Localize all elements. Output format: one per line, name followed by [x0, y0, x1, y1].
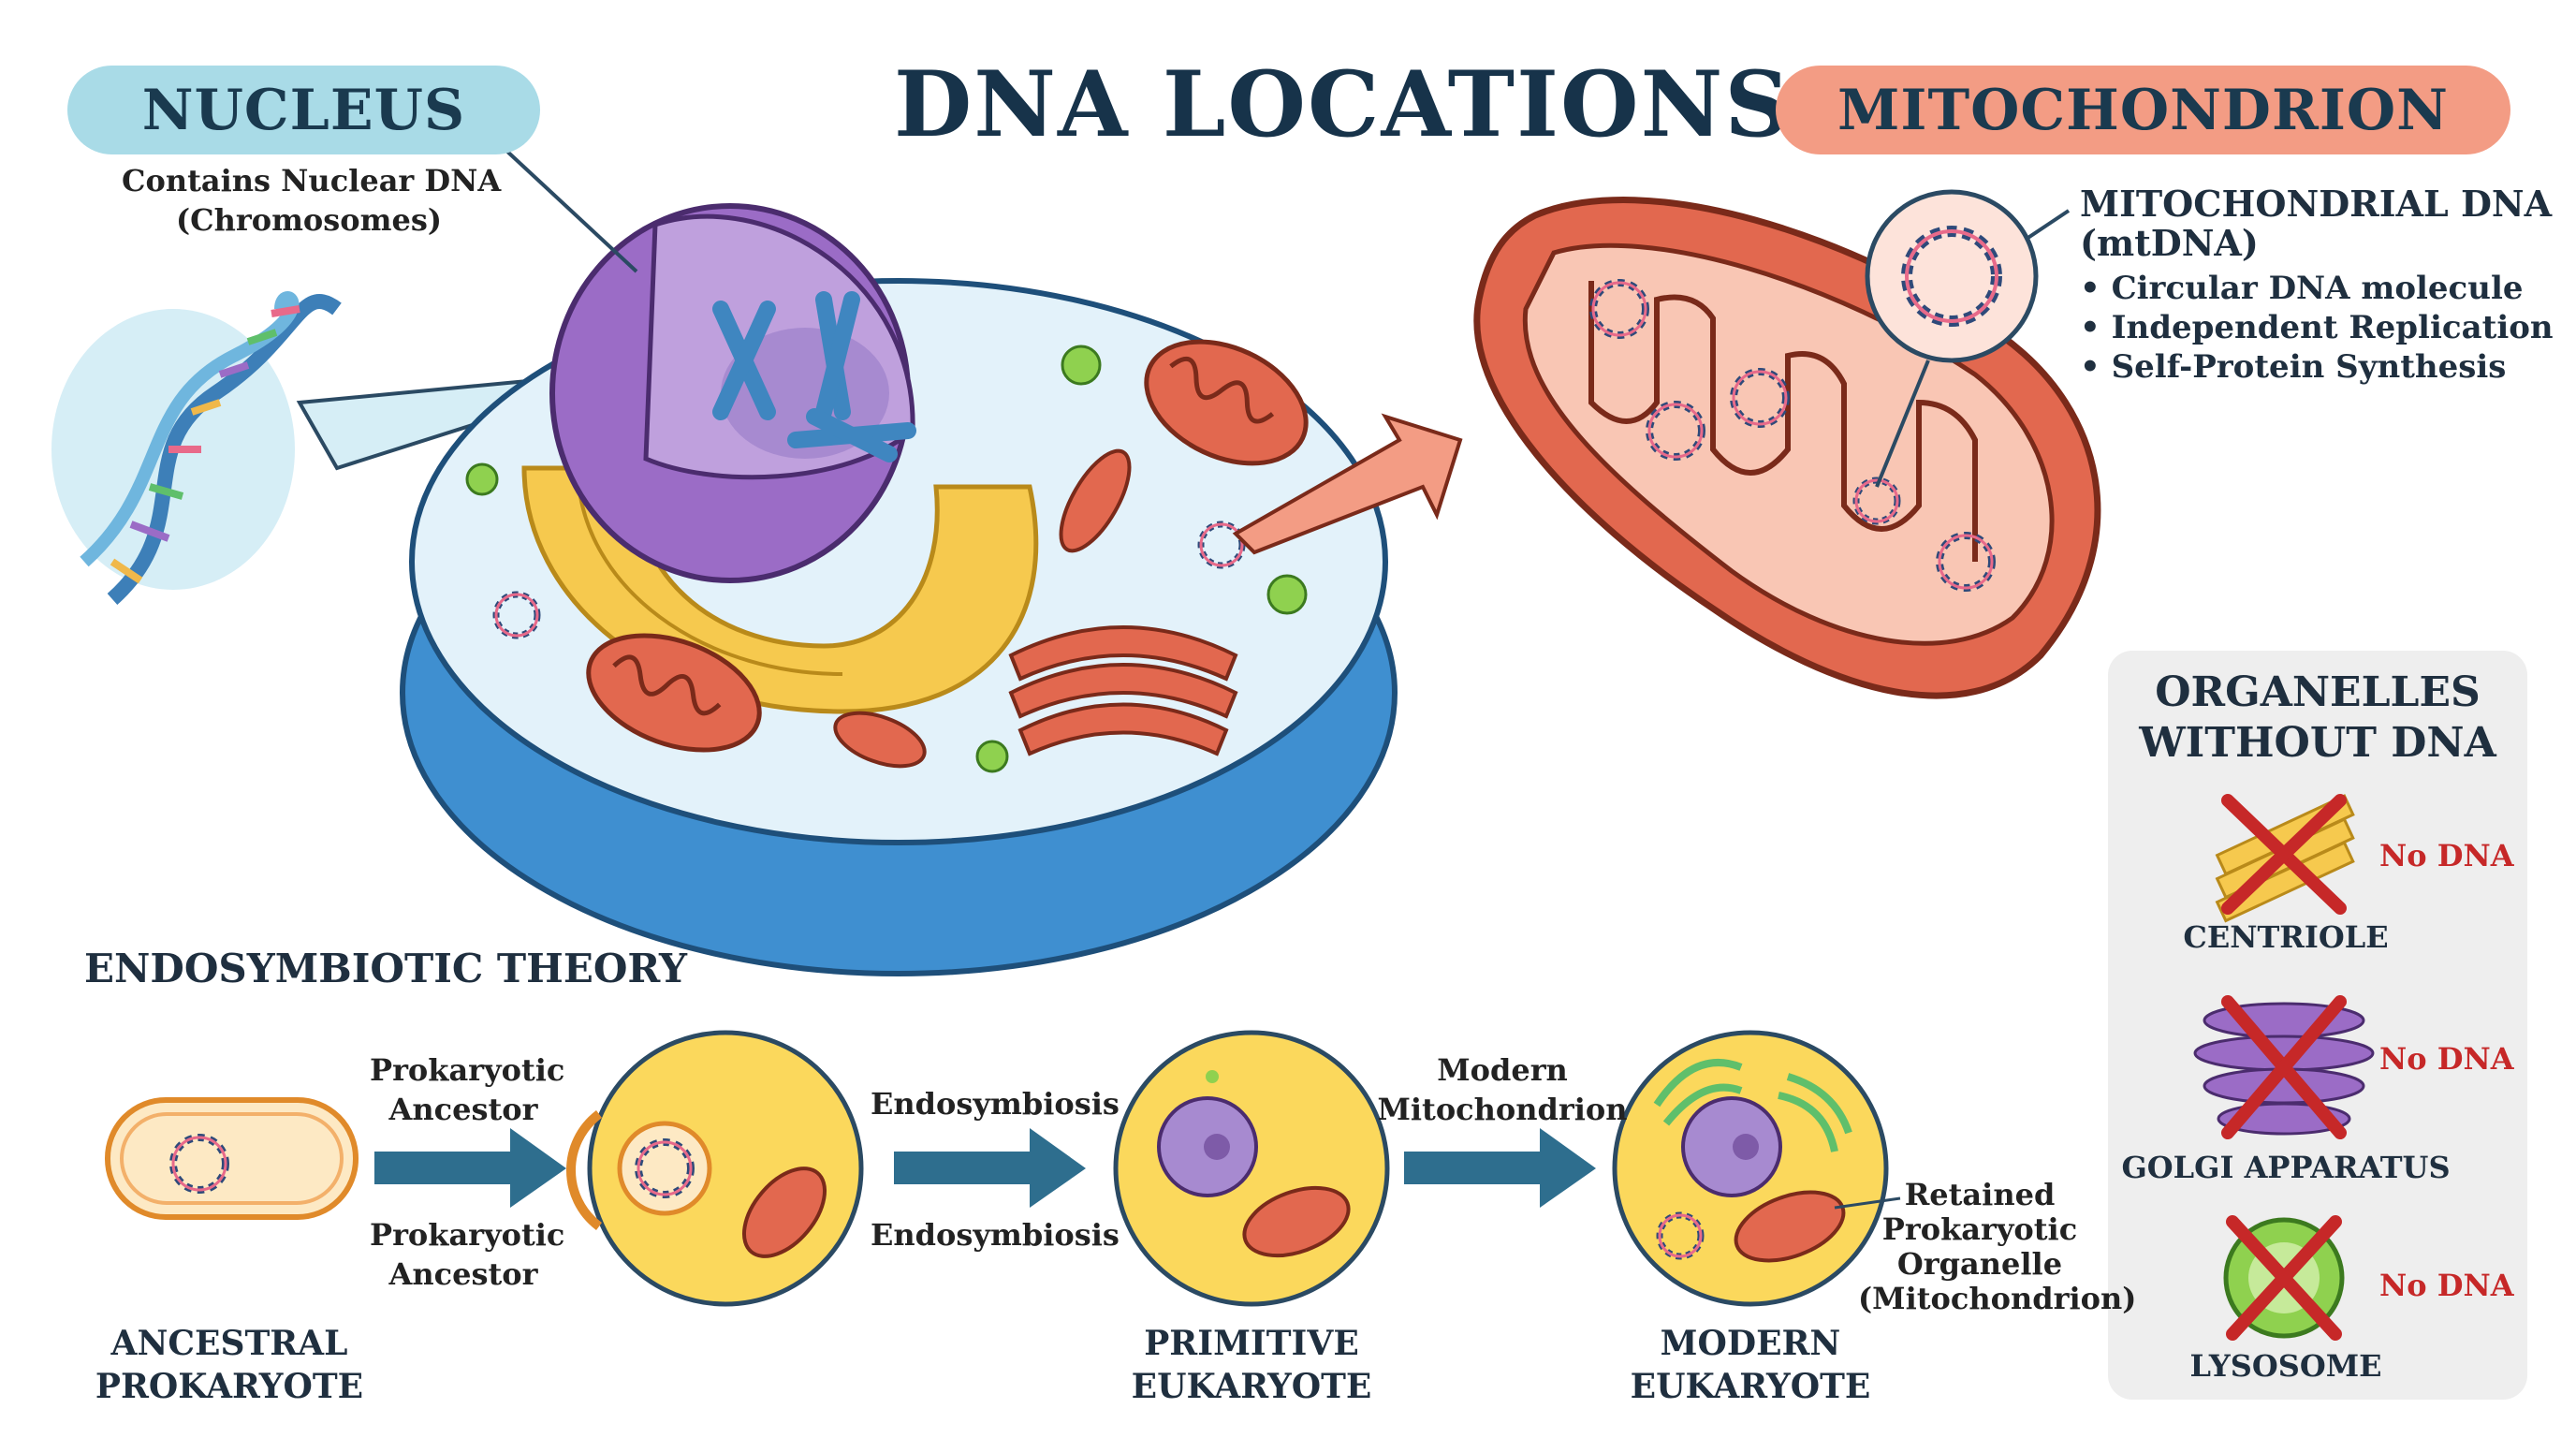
- page-title: DNA LOCATIONS: [894, 51, 1792, 157]
- arrow2-top-label: Endosymbiosis: [871, 1086, 1120, 1122]
- stage-primitive-eukaryote: PRIMITIVE EUKARYOTE: [1111, 1322, 1392, 1408]
- retained-line2: Prokaryotic: [1881, 1211, 2078, 1247]
- arrow2-bottom-label: Endosymbiosis: [871, 1217, 1120, 1253]
- arrow1-top-line2: Ancestor: [388, 1092, 538, 1127]
- large-mitochondrion-illustration: [1473, 189, 2101, 699]
- retained-organelle-label: Retained Prokaryotic Organelle (Mitochon…: [1858, 1177, 2137, 1316]
- arrow3-top-label: Modern Mitochondrion: [1376, 1050, 1629, 1129]
- panel-heading-line2: WITHOUT DNA: [2139, 719, 2496, 767]
- stage2-line2: EUKARYOTE: [1131, 1367, 1372, 1406]
- centriole-no-dna-tag: No DNA: [2379, 838, 2514, 873]
- stage3-line1: MODERN: [1660, 1324, 1841, 1363]
- stage-modern-eukaryote: MODERN EUKARYOTE: [1610, 1322, 1891, 1408]
- nucleus-caption-line1: Contains Nuclear DNA: [122, 163, 502, 198]
- mito-pointer-arrow: [1232, 413, 1463, 555]
- lysosome-label: LYSOSOME: [2189, 1348, 2382, 1384]
- arrow1-bottom-line1: Prokaryotic: [370, 1217, 565, 1253]
- cell-golgi: [1008, 625, 1238, 756]
- retained-line3: Organelle: [1896, 1246, 2063, 1282]
- stage-ancestral-prokaryote: ANCESTRAL PROKARYOTE: [89, 1322, 370, 1408]
- panel-heading-line1: ORGANELLES: [2155, 668, 2481, 716]
- nucleus-caption: Contains Nuclear DNA (Chromosomes): [122, 161, 502, 240]
- nucleus-label-pill: NUCLEUS: [67, 66, 540, 154]
- golgi-no-dna-tag: No DNA: [2379, 1041, 2514, 1077]
- stage2-line1: PRIMITIVE: [1144, 1324, 1359, 1363]
- mitochondrion-label-pill: MITOCHONDRION: [1776, 66, 2510, 154]
- cell-mitochondrion-1: [1144, 339, 1309, 466]
- stage1-line1: ANCESTRAL: [110, 1324, 348, 1363]
- dna-helix-illustration: [51, 291, 342, 605]
- golgi-label: GOLGI APPARATUS: [2121, 1150, 2451, 1185]
- arrow3-top-line2: Mitochondrion: [1377, 1092, 1628, 1127]
- arrow1-top-label: Prokaryotic Ancestor: [370, 1050, 565, 1129]
- retained-line4: (Mitochondrion): [1858, 1281, 2137, 1316]
- mtdna-heading-line2: (mtDNA): [2080, 222, 2259, 264]
- lysosome-no-dna-tag: No DNA: [2379, 1268, 2514, 1303]
- animal-cell-illustration: [400, 203, 1398, 976]
- retained-line1: Retained: [1904, 1177, 2056, 1212]
- endosymbiosis-stages: [105, 1030, 1901, 1307]
- mtdna-bullet-2: • Independent Replication: [2080, 309, 2554, 346]
- arrow1-bottom-label: Prokaryotic Ancestor: [370, 1215, 565, 1294]
- cell-mitochondrion-2: [586, 633, 762, 753]
- arrow1-bottom-line2: Ancestor: [388, 1256, 538, 1292]
- mtdna-bullet-3: • Self-Protein Synthesis: [2080, 348, 2507, 386]
- endosymbiotic-heading: ENDOSYMBIOTIC THEORY: [84, 946, 688, 991]
- no-dna-panel-heading: ORGANELLES WITHOUT DNA: [2108, 668, 2527, 769]
- arrow3-top-line1: Modern: [1437, 1052, 1568, 1088]
- centriole-label: CENTRIOLE: [2183, 919, 2389, 955]
- no-dna-crosses: [2221, 794, 2347, 1341]
- stage1-line2: PROKARYOTE: [95, 1367, 364, 1406]
- mtdna-heading-line1: MITOCHONDRIAL DNA: [2080, 183, 2553, 225]
- mtdna-heading: MITOCHONDRIAL DNA (mtDNA) • Circular DNA…: [2080, 184, 2554, 387]
- nucleus-caption-line2: (Chromosomes): [175, 202, 442, 238]
- mtdna-bullet-1: • Circular DNA molecule: [2080, 270, 2524, 307]
- arrow1-top-line1: Prokaryotic: [370, 1052, 565, 1088]
- stage3-line2: EUKARYOTE: [1630, 1367, 1871, 1406]
